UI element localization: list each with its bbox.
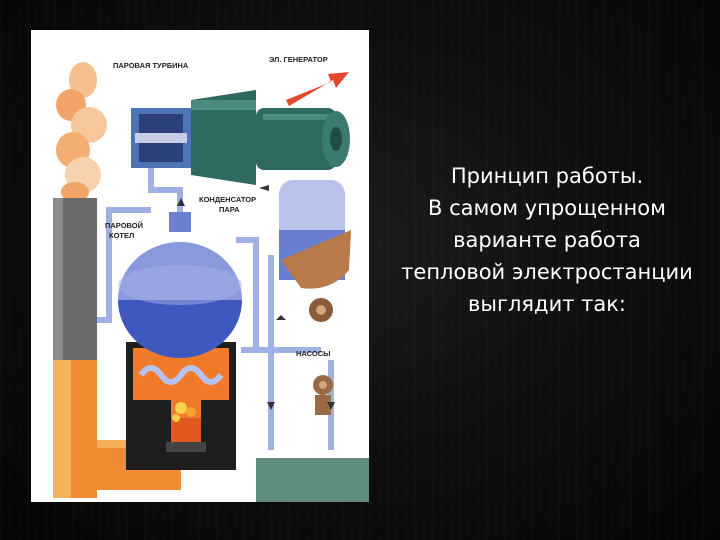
slide-caption: Принцип работы. В самом упрощенном вариа… bbox=[382, 160, 712, 320]
water-reservoir bbox=[256, 458, 369, 502]
caption-line: Принцип работы. bbox=[450, 164, 644, 188]
caption-line: тепловой электростанции bbox=[401, 260, 693, 284]
label-condenser-line1: КОНДЕНСАТОР bbox=[199, 195, 256, 204]
diagram-svg: ПАРОВАЯ ТУРБИНА ЭЛ. ГЕНЕРАТОР КОНДЕНСАТО… bbox=[31, 55, 369, 502]
pumps bbox=[313, 375, 333, 415]
label-pumps: НАСОСЫ bbox=[296, 349, 330, 358]
caption-line: выглядит так: bbox=[468, 292, 626, 316]
steam-turbine bbox=[131, 90, 256, 185]
boiler-coil bbox=[138, 365, 224, 385]
label-condenser-line2: ПАРА bbox=[219, 205, 240, 214]
boiler-drum bbox=[118, 212, 242, 358]
caption-line: варианте работа bbox=[453, 228, 641, 252]
electric-generator bbox=[256, 108, 350, 170]
smoke-plume bbox=[56, 62, 107, 202]
flow-arrows bbox=[177, 185, 335, 410]
label-generator: ЭЛ. ГЕНЕРАТОР bbox=[269, 55, 328, 64]
steam-condenser bbox=[279, 180, 351, 322]
label-boiler-line1: ПАРОВОЙ bbox=[105, 221, 143, 230]
label-boiler-line2: КОТЕЛ bbox=[109, 231, 134, 240]
power-output-arrow bbox=[286, 72, 349, 106]
power-plant-diagram: ПАРОВАЯ ТУРБИНА ЭЛ. ГЕНЕРАТОР КОНДЕНСАТО… bbox=[31, 30, 369, 502]
chimney bbox=[53, 198, 97, 498]
furnace bbox=[126, 342, 236, 470]
label-turbine: ПАРОВАЯ ТУРБИНА bbox=[113, 61, 189, 70]
caption-line: В самом упрощенном bbox=[428, 196, 666, 220]
